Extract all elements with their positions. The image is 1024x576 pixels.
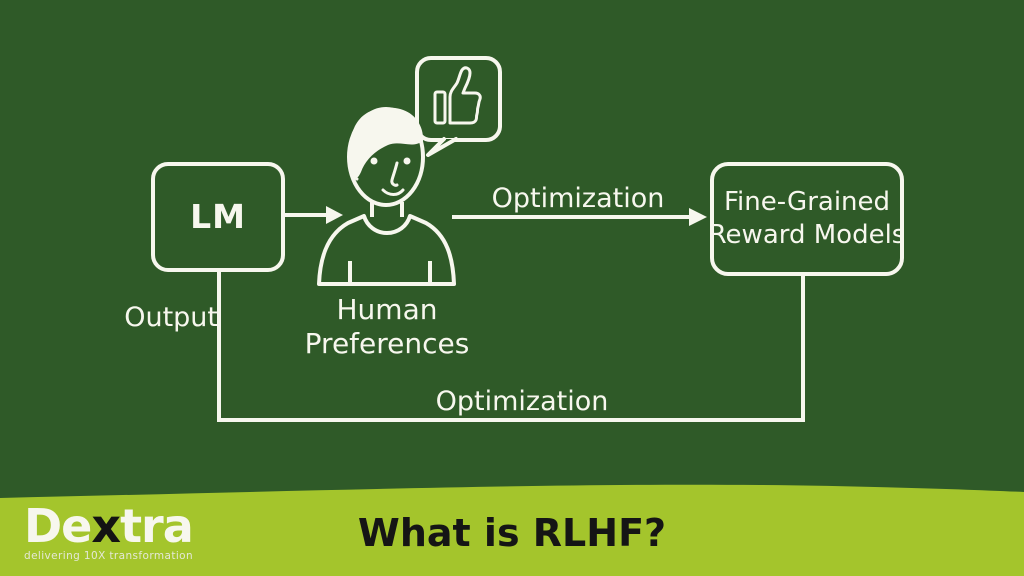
reward-box-label: Fine-Grained Reward Models [709,164,906,274]
reward-box-label-line2: Reward Models [708,220,906,250]
logo-part-x: x [91,499,121,553]
thumbs-up-icon [433,66,482,125]
thumb-cuff [433,90,447,125]
speech-bubble-icon [415,56,502,157]
page-title: What is RLHF? [357,511,667,555]
feedback-loop-line [217,272,805,422]
left-eye-icon [370,157,378,165]
thumb-hand [448,66,482,125]
person-icon [317,107,456,286]
human-caption-line2: Preferences [304,327,470,361]
mouth-icon [381,188,405,196]
lm-box-label: LM [190,197,246,237]
human-caption-line1: Human [336,293,438,326]
optimization-top-label: Optimization [491,183,665,214]
right-eye-icon [403,157,411,165]
arrowhead-icon [689,208,707,226]
optimization-bottom-label: Optimization [435,386,609,417]
logo-part-tra: tra [120,499,194,553]
human-preferences-caption: Human Preferences [287,293,487,361]
lm-box-outline [151,162,285,272]
ear-icon [350,157,359,181]
loop-path [217,272,805,422]
hair-icon [349,107,424,180]
footer-banner [0,484,1024,576]
dextra-logo-wordmark: Dextra [24,503,195,549]
nose-icon [390,161,399,187]
optimization-arrow [452,208,707,226]
bubble-outline [415,56,502,142]
reward-box-label-line1: Fine-Grained [723,186,891,217]
logo-tagline: delivering 10X transformation [24,550,194,562]
lm-to-human-arrow [285,206,343,224]
reward-box-outline [710,162,904,276]
output-label: Output [124,302,218,333]
torso-outline [317,214,456,286]
logo-part-de: De [24,499,92,553]
reward-box [710,162,904,276]
dextra-logo: Dextra delivering 10X transformation [24,503,195,562]
bubble-tail [426,137,458,157]
lm-box [151,162,285,272]
arrowhead-icon [326,206,343,224]
